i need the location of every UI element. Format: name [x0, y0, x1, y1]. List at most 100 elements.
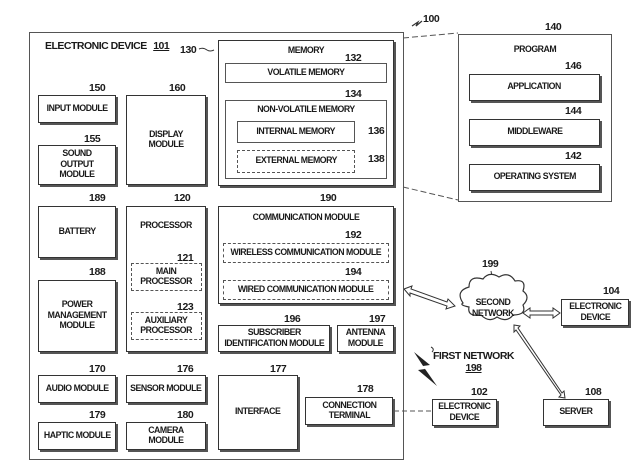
auxiliary-processor-ref: 123 — [177, 301, 194, 313]
processor-label: PROCESSOR — [140, 220, 192, 231]
application-label: APPLICATION — [507, 81, 562, 93]
sound-output-module: SOUND OUTPUT MODULE — [38, 145, 116, 185]
memory-ref-leader — [198, 47, 215, 52]
audio-module-label: AUDIO MODULE — [45, 382, 109, 394]
projection-line-bottom — [402, 186, 459, 201]
memory-ref: 130 — [180, 44, 197, 56]
non-volatile-memory-ref: 134 — [345, 88, 362, 100]
antenna-module: ANTENNA MODULE — [337, 325, 394, 352]
electronic-device-104-ref: 104 — [603, 285, 620, 297]
battery-label: BATTERY — [58, 225, 96, 237]
volatile-memory: VOLATILE MEMORY — [225, 63, 387, 83]
non-volatile-memory: NON-VOLATILE MEMORY — [225, 100, 387, 179]
auxiliary-processor-label: AUXILIARY PROCESSOR — [140, 314, 193, 336]
application-ref: 146 — [565, 60, 582, 72]
electronic-device-102-ref: 102 — [471, 386, 488, 398]
camera-module: CAMERA MODULE — [126, 422, 206, 450]
non-volatile-memory-label: NON-VOLATILE MEMORY — [257, 104, 355, 115]
link-second-network-device-104 — [522, 307, 561, 319]
middleware: MIDDLEWARE — [469, 119, 600, 146]
sound-output-module-ref: 155 — [84, 133, 101, 145]
electronic-device-ref: 101 — [153, 40, 170, 52]
display-module-label: DISPLAY MODULE — [148, 128, 184, 150]
internal-memory-label: INTERNAL MEMORY — [256, 125, 336, 137]
communication-module-ref: 190 — [320, 192, 337, 204]
first-network-leader — [430, 346, 434, 353]
server-label: SERVER — [559, 406, 593, 418]
operating-system-ref: 142 — [565, 150, 582, 162]
wired-communication-module-ref: 194 — [345, 266, 362, 278]
electronic-device-104: ELECTRONIC DEVICE — [561, 299, 629, 326]
communication-module-title: COMMUNICATION MODULE — [252, 212, 360, 223]
display-module: DISPLAY MODULE — [126, 95, 206, 185]
haptic-module: HAPTIC MODULE — [38, 422, 116, 450]
input-module-label: INPUT MODULE — [46, 102, 108, 114]
server: SERVER — [543, 399, 609, 426]
figure-ref-leader — [411, 20, 423, 27]
communication-module: COMMUNICATION MODULE — [218, 206, 394, 304]
power-management-module: POWER MANAGEMENT MODULE — [38, 280, 116, 352]
memory-title: MEMORY — [287, 45, 325, 56]
haptic-module-label: HAPTIC MODULE — [43, 429, 111, 441]
antenna-module-ref: 197 — [369, 313, 386, 325]
operating-system: OPERATING SYSTEM — [469, 164, 600, 191]
camera-module-label: CAMERA MODULE — [148, 424, 184, 446]
wireless-communication-module-ref: 192 — [345, 229, 362, 241]
wired-communication-module: WIRED COMMUNICATION MODULE — [223, 280, 389, 300]
subscriber-identification-module: SUBSCRIBER IDENTIFICATION MODULE — [218, 325, 330, 352]
internal-memory-ref: 136 — [368, 125, 385, 137]
projection-line-top — [402, 32, 459, 39]
processor: PROCESSOR — [126, 206, 206, 352]
main-processor-label: MAIN PROCESSOR — [140, 265, 193, 287]
input-module-ref: 150 — [89, 82, 106, 94]
antenna-module-label: ANTENNA MODULE — [345, 327, 386, 349]
figure-ref: 100 — [423, 13, 440, 25]
sensor-module-ref: 176 — [177, 363, 194, 375]
electronic-device-102: ELECTRONIC DEVICE — [432, 399, 497, 426]
first-network-lightning-icon — [414, 352, 437, 386]
link-second-network-server — [513, 324, 566, 399]
operating-system-label: OPERATING SYSTEM — [493, 171, 576, 183]
haptic-module-ref: 179 — [89, 409, 106, 421]
memory: MEMORY — [218, 40, 394, 186]
external-memory: EXTERNAL MEMORY — [237, 150, 355, 173]
link-device-second-network — [403, 285, 456, 310]
program-title: PROGRAM — [513, 44, 557, 55]
main-processor-ref: 121 — [177, 252, 194, 264]
electronic-device-title: ELECTRONIC DEVICE 101 — [45, 40, 170, 52]
external-memory-label: EXTERNAL MEMORY — [255, 155, 337, 167]
power-management-module-label: POWER MANAGEMENT MODULE — [47, 299, 107, 332]
sensor-module-label: SENSOR MODULE — [130, 382, 202, 394]
application: APPLICATION — [469, 74, 600, 101]
first-network-label: FIRST NETWORK — [433, 350, 515, 362]
subscriber-identification-module-label: SUBSCRIBER IDENTIFICATION MODULE — [224, 327, 324, 349]
first-network-ref: 198 — [465, 362, 482, 374]
connection-terminal: CONNECTION TERMINAL — [305, 397, 393, 425]
middleware-label: MIDDLEWARE — [506, 126, 563, 138]
program-ref: 140 — [545, 21, 562, 33]
middleware-ref: 144 — [565, 105, 582, 117]
electronic-device-title-text: ELECTRONIC DEVICE — [45, 40, 147, 52]
processor-ref: 120 — [174, 192, 191, 204]
connection-terminal-label: CONNECTION TERMINAL — [321, 399, 377, 421]
first-network: FIRST NETWORK 198 — [433, 350, 515, 374]
wired-communication-module-label: WIRED COMMUNICATION MODULE — [238, 283, 374, 295]
electronic-device-104-label: ELECTRONIC DEVICE — [568, 301, 622, 323]
program: PROGRAM — [458, 34, 612, 202]
connection-terminal-ref: 178 — [357, 383, 374, 395]
sound-output-module-label: SOUND OUTPUT MODULE — [59, 148, 95, 181]
wireless-communication-module-label: WIRELESS COMMUNICATION MODULE — [230, 246, 382, 258]
power-management-module-ref: 188 — [89, 266, 106, 278]
auxiliary-processor: AUXILIARY PROCESSOR — [131, 312, 202, 340]
volatile-memory-ref: 132 — [345, 52, 362, 64]
interface-ref: 177 — [270, 363, 287, 375]
audio-module-ref: 170 — [89, 363, 106, 375]
server-ref: 108 — [585, 386, 602, 398]
electronic-device-102-label: ELECTRONIC DEVICE — [438, 401, 491, 423]
internal-memory: INTERNAL MEMORY — [237, 121, 355, 143]
sensor-module: SENSOR MODULE — [126, 375, 206, 403]
external-memory-ref: 138 — [368, 153, 385, 165]
second-network-label: SECOND NETWORK — [472, 297, 514, 319]
volatile-memory-label: VOLATILE MEMORY — [267, 66, 345, 78]
